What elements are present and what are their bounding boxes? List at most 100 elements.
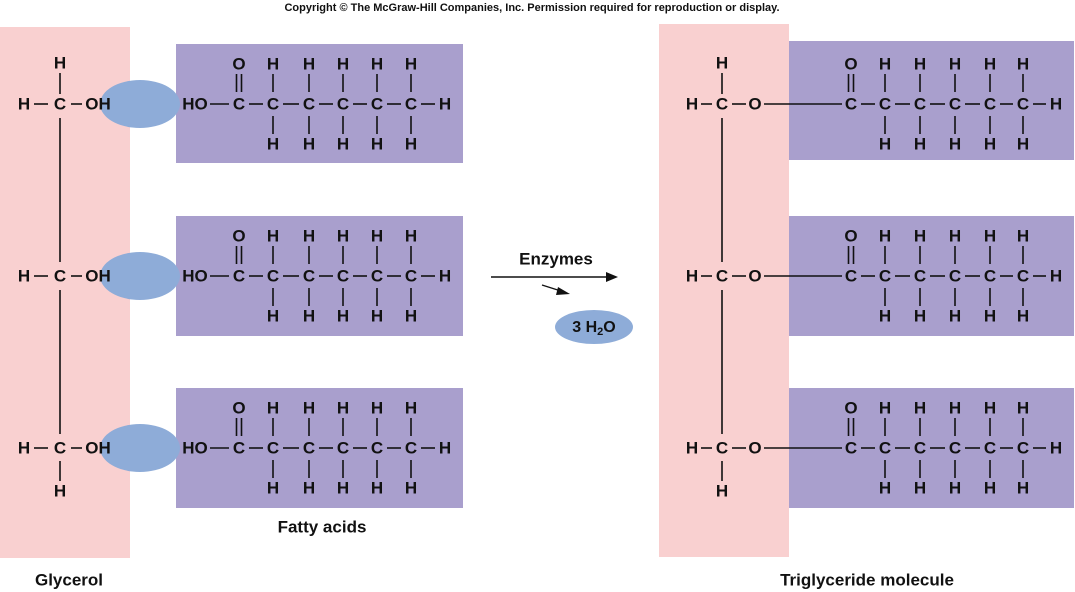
fatty-acid-2-c-1: C — [267, 267, 279, 286]
triglyceride-chain-2-c-3: C — [949, 267, 961, 286]
triglyceride-chain-2-h-top-3: H — [949, 227, 961, 246]
fatty-acid-2-h-top-4: H — [371, 227, 383, 246]
triglyceride-chain-2-h-bottom-3: H — [949, 307, 961, 326]
glycerol-c-1: C — [54, 95, 66, 114]
triglyceride-chain-2-carbonyl-o: O — [844, 227, 857, 246]
fatty-acid-1-end-h: H — [439, 95, 451, 114]
triglyceride-h-2: H — [686, 267, 698, 286]
fatty-acid-2-h-bottom-2: H — [303, 307, 315, 326]
fatty-acid-3-c-5: C — [405, 439, 417, 458]
triglyceride-chain-1-h-top-1: H — [879, 55, 891, 74]
triglyceride-chain-1-h-top-4: H — [984, 55, 996, 74]
triglyceride-top-h: H — [716, 54, 728, 73]
triglyceride-chain-1-h-bottom-3: H — [949, 135, 961, 154]
fatty-acid-1-h-bottom-5: H — [405, 135, 417, 154]
water-coef: 3 H — [572, 319, 597, 336]
reaction-arrow-head — [606, 272, 618, 282]
water-product-label: 3 H2O — [572, 319, 615, 339]
fatty-acid-1-h-bottom-3: H — [337, 135, 349, 154]
fatty-acids-caption: Fatty acids — [278, 518, 367, 537]
fatty-acid-2-h-bottom-4: H — [371, 307, 383, 326]
fatty-acid-1-h-top-2: H — [303, 55, 315, 74]
fatty-acid-3-c-2: C — [303, 439, 315, 458]
fatty-acid-1-c-3: C — [337, 95, 349, 114]
fatty-acid-2-start: HO — [182, 267, 208, 286]
glycerol-top-h: H — [54, 54, 66, 73]
fatty-acid-2-h-bottom-1: H — [267, 307, 279, 326]
triglyceride-chain-2-h-bottom-1: H — [879, 307, 891, 326]
triglyceride-chain-1-c-4: C — [984, 95, 996, 114]
fatty-acid-3-carbonyl-c: C — [233, 439, 245, 458]
fatty-acid-3-h-top-2: H — [303, 399, 315, 418]
glycerol-h-1: H — [18, 95, 30, 114]
triglyceride-chain-3-h-bottom-2: H — [914, 479, 926, 498]
water-subscript: 2 — [597, 326, 603, 338]
triglyceride-chain-1-h-top-5: H — [1017, 55, 1029, 74]
fatty-acid-2-c-3: C — [337, 267, 349, 286]
fatty-acid-2-h-top-3: H — [337, 227, 349, 246]
triglyceride-chain-3-c-4: C — [984, 439, 996, 458]
fatty-acid-1-h-top-4: H — [371, 55, 383, 74]
fatty-acid-2-h-bottom-3: H — [337, 307, 349, 326]
glycerol-c-2: C — [54, 267, 66, 286]
glycerol-c-3: C — [54, 439, 66, 458]
triglyceride-chain-3-c-2: C — [914, 439, 926, 458]
triglyceride-caption: Triglyceride molecule — [780, 571, 954, 590]
fatty-acid-1-h-top-1: H — [267, 55, 279, 74]
triglyceride-chain-2-c-4: C — [984, 267, 996, 286]
water-oval-3 — [100, 424, 180, 472]
fatty-acid-1-c-1: C — [267, 95, 279, 114]
glycerol-h-3: H — [18, 439, 30, 458]
fatty-acid-1-h-top-3: H — [337, 55, 349, 74]
triglyceride-chain-1-h-bottom-2: H — [914, 135, 926, 154]
triglyceride-chain-1-h-bottom-5: H — [1017, 135, 1029, 154]
fatty-acid-2-h-top-2: H — [303, 227, 315, 246]
triglyceride-c-3: C — [716, 439, 728, 458]
triglyceride-chain-3-carbonyl-o: O — [844, 399, 857, 418]
fatty-acid-1-carbonyl-o: O — [232, 55, 245, 74]
fatty-acid-1-carbonyl-c: C — [233, 95, 245, 114]
triglyceride-chain-3-carbonyl-c: C — [845, 439, 857, 458]
fatty-acid-1-h-bottom-4: H — [371, 135, 383, 154]
triglyceride-h-1: H — [686, 95, 698, 114]
fatty-acid-2-carbonyl-c: C — [233, 267, 245, 286]
triglyceride-chain-3-h-bottom-3: H — [949, 479, 961, 498]
fatty-acid-3-carbonyl-o: O — [232, 399, 245, 418]
triglyceride-chain-1-c-1: C — [879, 95, 891, 114]
water-oval-1 — [100, 80, 180, 128]
fatty-acid-1-start: HO — [182, 95, 208, 114]
triglyceride-chain-1-end-h: H — [1050, 95, 1062, 114]
water-oval-2 — [100, 252, 180, 300]
triglyceride-chain-2-c-2: C — [914, 267, 926, 286]
fatty-acid-3-c-1: C — [267, 439, 279, 458]
glycerol-oh-1: OH — [85, 95, 111, 114]
triglyceride-chain-1-c-5: C — [1017, 95, 1029, 114]
triglyceride-glycerol-panel — [659, 24, 789, 557]
fatty-acid-3-h-top-4: H — [371, 399, 383, 418]
triglyceride-chain-3-c-3: C — [949, 439, 961, 458]
triglyceride-c-2: C — [716, 267, 728, 286]
water-release-arrow-head — [556, 287, 570, 295]
triglyceride-chain-1-h-bottom-4: H — [984, 135, 996, 154]
fatty-acid-3-h-top-3: H — [337, 399, 349, 418]
copyright-notice: Copyright © The McGraw-Hill Companies, I… — [284, 2, 779, 14]
fatty-acid-1-h-bottom-1: H — [267, 135, 279, 154]
glycerol-oh-2: OH — [85, 267, 111, 286]
triglyceride-chain-2-h-bottom-4: H — [984, 307, 996, 326]
triglyceride-chain-3-h-top-1: H — [879, 399, 891, 418]
triglyceride-chain-3-h-bottom-5: H — [1017, 479, 1029, 498]
fatty-acid-3-h-top-5: H — [405, 399, 417, 418]
triglyceride-chain-1-h-top-3: H — [949, 55, 961, 74]
triglyceride-o-3: O — [748, 439, 761, 458]
triglyceride-chain-panel-1 — [789, 41, 1074, 160]
triglyceride-chain-2-end-h: H — [1050, 267, 1062, 286]
fatty-acid-2-h-bottom-5: H — [405, 307, 417, 326]
triglyceride-chain-2-h-bottom-5: H — [1017, 307, 1029, 326]
fatty-acid-3-h-bottom-4: H — [371, 479, 383, 498]
triglyceride-chain-3-end-h: H — [1050, 439, 1062, 458]
fatty-acid-3-c-4: C — [371, 439, 383, 458]
triglyceride-chain-1-h-top-2: H — [914, 55, 926, 74]
water-oxygen: O — [603, 319, 615, 336]
triglyceride-chain-2-c-1: C — [879, 267, 891, 286]
